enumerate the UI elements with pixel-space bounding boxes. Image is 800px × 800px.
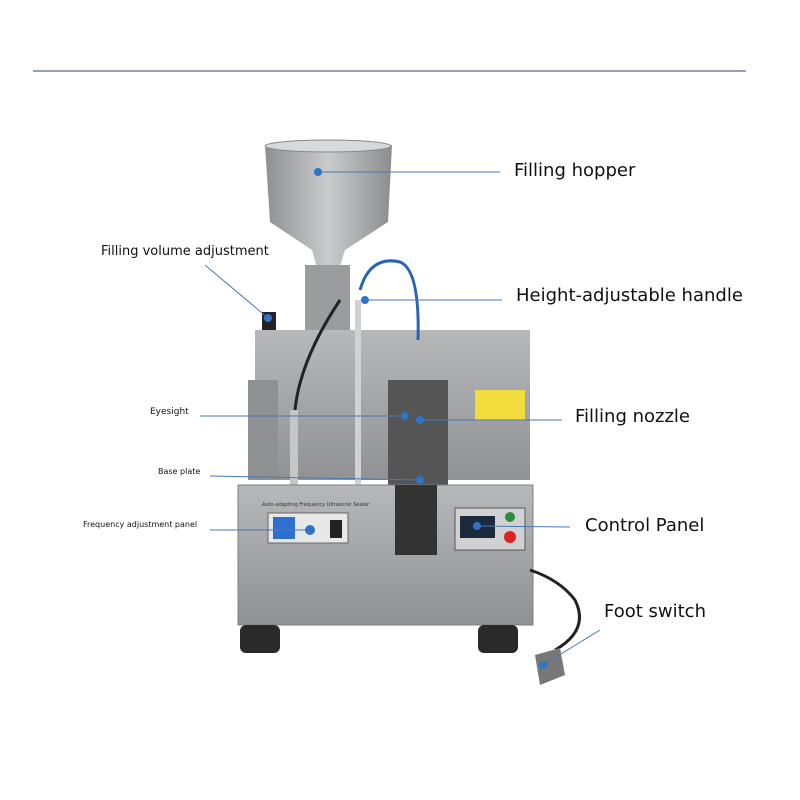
label-filling-volume-adjustment: Filling volume adjustment xyxy=(101,244,269,259)
machine-plate-text: Auto-adapting Frequency Ultrasonic Seale… xyxy=(262,502,370,508)
label-filling-hopper: Filling hopper xyxy=(514,160,636,181)
label-control-panel: Control Panel xyxy=(585,515,705,536)
label-foot-switch: Foot switch xyxy=(604,601,706,622)
leader-lines xyxy=(200,171,601,666)
label-height-adjustable-handle: Height-adjustable handle xyxy=(516,285,743,306)
caster-wheel xyxy=(478,625,518,653)
label-eyesight: Eyesight xyxy=(150,407,189,417)
label-filling-nozzle: Filling nozzle xyxy=(575,406,690,427)
leader-dots xyxy=(264,168,547,669)
foot-switch xyxy=(535,648,565,685)
caster-wheel xyxy=(240,625,280,653)
warning-label xyxy=(475,390,525,420)
label-base-plate: Base plate xyxy=(158,467,201,476)
label-frequency-adjustment-panel: Frequency adjustment panel xyxy=(83,520,198,529)
filling-hopper xyxy=(264,139,392,335)
